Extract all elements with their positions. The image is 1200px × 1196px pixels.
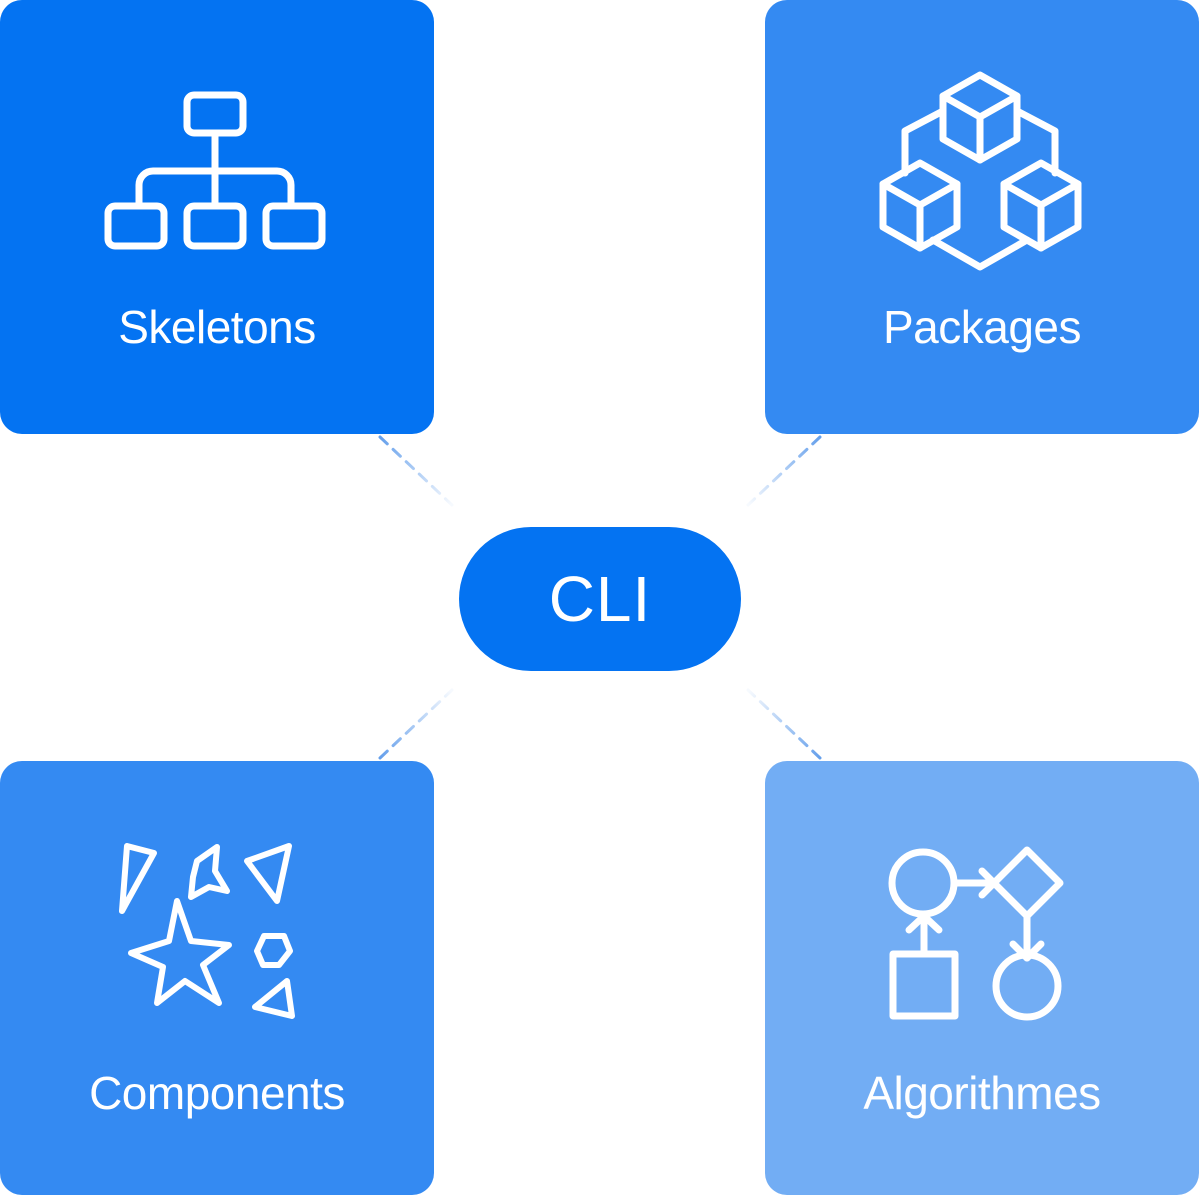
cli-label: CLI (548, 563, 652, 635)
card-components[interactable]: Components (0, 761, 434, 1195)
card-label: Algorithmes (863, 1067, 1101, 1119)
cli-hub[interactable]: CLI (459, 527, 741, 671)
card-algorithmes[interactable]: Algorithmes (765, 761, 1199, 1195)
card-label: Skeletons (118, 301, 316, 353)
hierarchy-icon (0, 60, 434, 290)
connector-skeletons (378, 435, 454, 507)
connector-components (378, 688, 454, 760)
card-packages[interactable]: Packages (765, 0, 1199, 434)
card-label: Components (89, 1067, 345, 1119)
card-skeletons[interactable]: Skeletons (0, 0, 434, 434)
connector-packages (746, 435, 822, 507)
cubes-icon (765, 60, 1199, 290)
shapes-icon (0, 821, 434, 1051)
card-label: Packages (882, 301, 1082, 353)
connector-algorithmes (746, 688, 822, 760)
flowchart-icon (765, 821, 1199, 1051)
